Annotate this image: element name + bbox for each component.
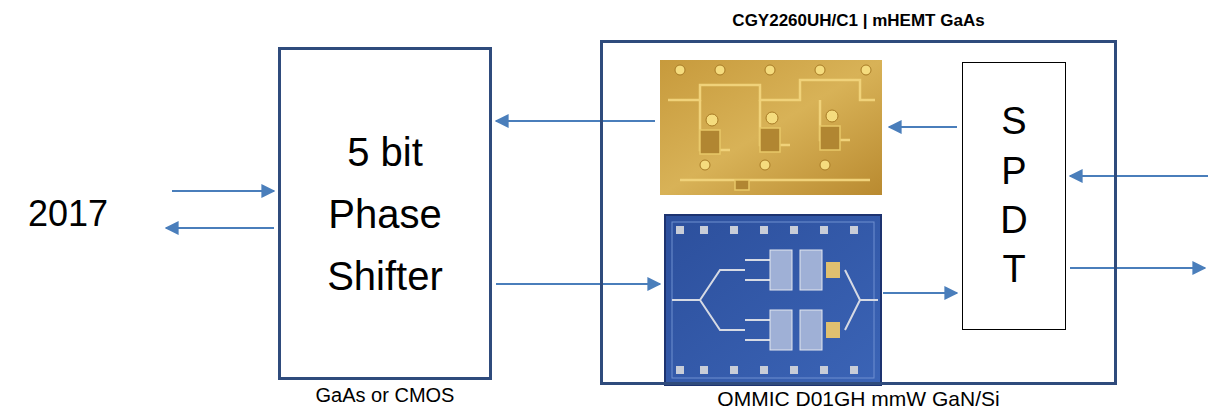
phase-shifter-box: 5 bit Phase ShifterGaAs or CMOS (278, 47, 492, 380)
block-title: 5 bit Phase Shifter (305, 121, 465, 307)
lna-chip-image (660, 60, 882, 195)
frontend-module-box: CGY2260UH/C1 | mHEMT GaAsOMMIC D01GH mmW… (600, 40, 1117, 385)
technology-note: GaAs or CMOS (316, 383, 455, 407)
spdt-switch-box: S P D T (962, 62, 1066, 330)
pa-chip-image (665, 215, 881, 385)
chip-part-number: CGY2260UH/C1 | mHEMT GaAs (732, 11, 984, 31)
year-label: 2017 (28, 196, 108, 232)
switch-label: S P D T (995, 97, 1033, 295)
technology-note: OMMIC D01GH mmW GaN/Si (717, 386, 999, 411)
